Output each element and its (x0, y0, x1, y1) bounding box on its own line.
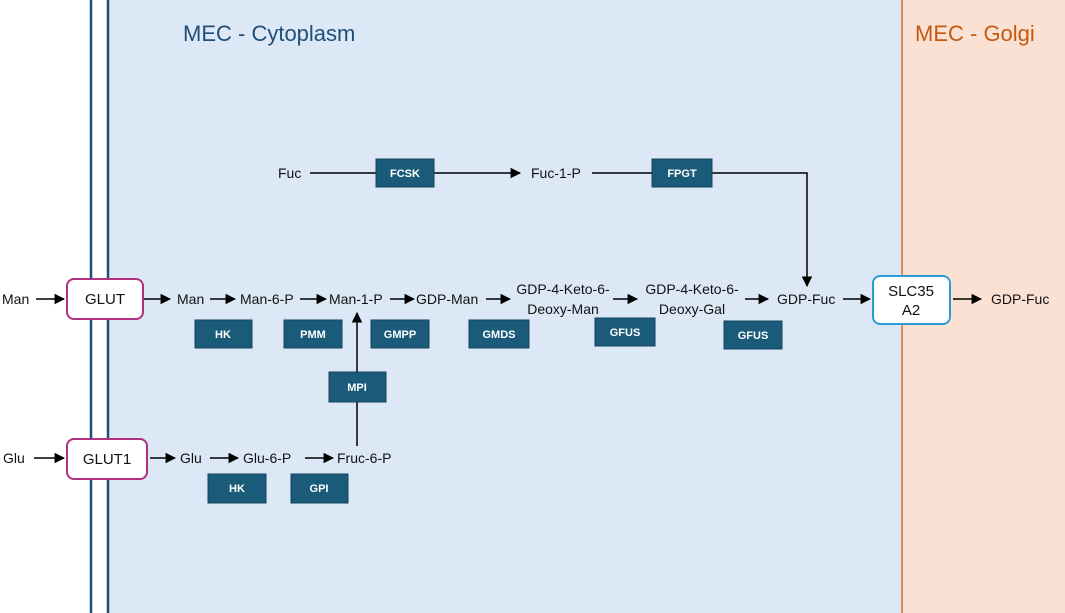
enzyme-hk-man: HK (194, 319, 253, 349)
transporter-glut-label: GLUT (85, 291, 125, 308)
metabolite-keto-man-1: GDP-4-Keto-6- (516, 281, 610, 297)
metabolite-fuc1p: Fuc-1-P (531, 165, 581, 181)
transporter-glut1: GLUT1 (66, 438, 148, 480)
cytoplasm-region (108, 0, 902, 613)
metabolite-glu: Glu (180, 450, 202, 466)
enzyme-gfus-2-label: GFUS (738, 330, 769, 342)
metabolite-keto-gal-2: Deoxy-Gal (659, 301, 725, 317)
enzyme-fpgt-label: FPGT (667, 168, 697, 180)
metabolite-gdpfuc: GDP-Fuc (777, 291, 835, 307)
arrow-fpgt-to-gdpfuc (712, 172, 813, 288)
cytoplasm-title: MEC - Cytoplasm (183, 21, 355, 46)
enzyme-hk-glu-label: HK (229, 483, 245, 495)
metabolite-glu6p: Glu-6-P (243, 450, 291, 466)
transporter-glut1-label: GLUT1 (83, 451, 131, 468)
enzyme-gpi: GPI (290, 473, 349, 504)
transporter-slc35a2-label-1: SLC35 (888, 283, 934, 300)
metabolite-man: Man (177, 291, 204, 307)
golgi-title: MEC - Golgi (915, 21, 1035, 46)
enzyme-gmpp-label: GMPP (384, 329, 416, 341)
enzyme-pmm-label: PMM (300, 329, 326, 341)
enzyme-pmm: PMM (283, 319, 343, 349)
enzyme-mpi-label: MPI (347, 382, 367, 394)
enzyme-mpi: MPI (328, 371, 387, 403)
enzyme-gmds-label: GMDS (483, 329, 516, 341)
metabolite-fuc: Fuc (278, 165, 301, 181)
enzyme-fcsk: FCSK (375, 158, 435, 188)
enzyme-gpi-label: GPI (310, 483, 329, 495)
metabolite-man6p: Man-6-P (240, 291, 294, 307)
enzyme-fcsk-label: FCSK (390, 168, 420, 180)
enzyme-gmpp: GMPP (370, 319, 430, 349)
transporter-slc35a2-label-2: A2 (902, 302, 920, 319)
outside-man-label: Man (2, 291, 29, 307)
enzyme-hk-glu: HK (207, 473, 267, 504)
arrows (34, 167, 983, 464)
enzyme-gfus-1-label: GFUS (610, 327, 641, 339)
metabolite-fruc6p: Fruc-6-P (337, 450, 391, 466)
enzyme-gfus-1: GFUS (594, 317, 656, 347)
transporter-glut: GLUT (66, 278, 144, 320)
metabolite-man1p: Man-1-P (329, 291, 383, 307)
transporter-slc35a2: SLC35 A2 (872, 275, 951, 325)
metabolite-gdpman: GDP-Man (416, 291, 478, 307)
enzyme-fpgt: FPGT (651, 158, 713, 188)
enzyme-gfus-2: GFUS (723, 320, 783, 350)
enzyme-gmds: GMDS (468, 319, 530, 349)
metabolite-keto-gal-1: GDP-4-Keto-6- (645, 281, 739, 297)
metabolite-gdpfuc-golgi: GDP-Fuc (991, 291, 1049, 307)
outside-glu-label: Glu (3, 450, 25, 466)
enzyme-hk-man-label: HK (215, 329, 231, 341)
metabolite-keto-man-2: Deoxy-Man (527, 301, 599, 317)
